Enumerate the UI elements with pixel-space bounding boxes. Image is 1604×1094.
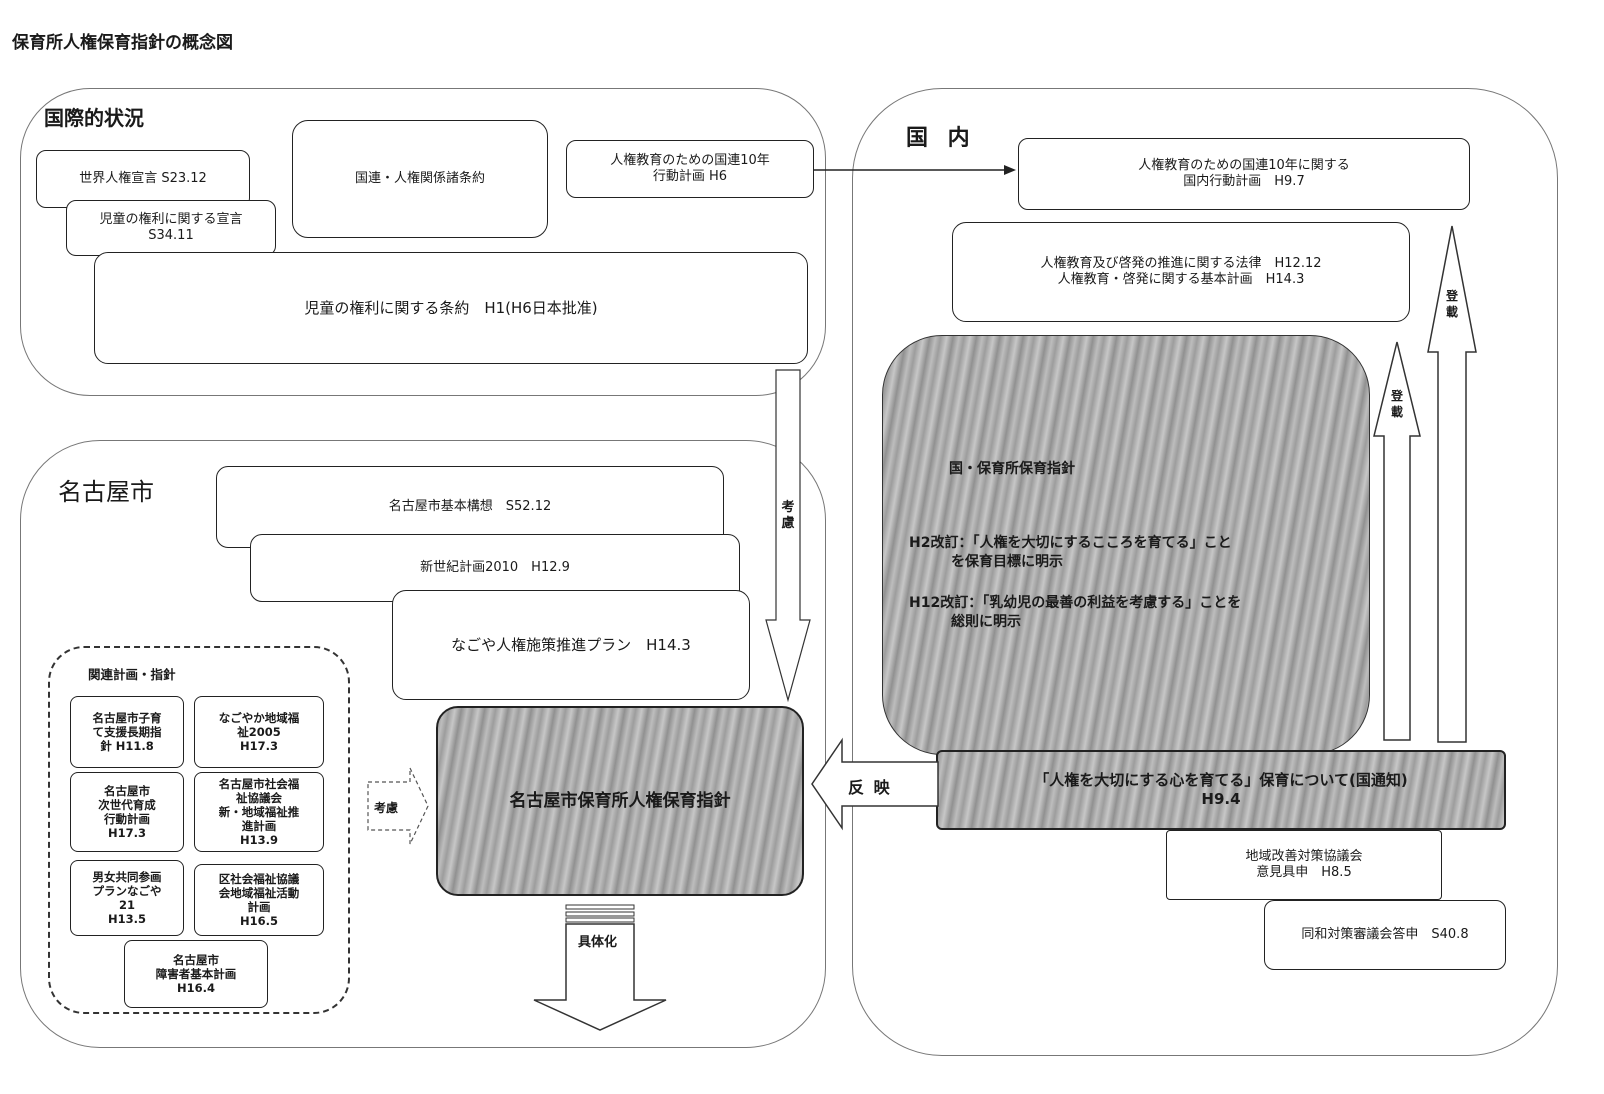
national-guideline-title: 国・保育所保育指針 (949, 461, 1075, 477)
related-plan-1: なごやか地域福 祉2005 H17.3 (194, 696, 324, 768)
revision-h2-text: H2改訂：「人権を大切にするこころを育てる」こと を保育目標に明示 (909, 535, 1232, 570)
related-plan-label: 名古屋市 次世代育成 行動計画 H17.3 (98, 784, 156, 840)
reflect-arrow (811, 737, 939, 831)
related-plan-label: 区社会福祉協議 会地域福祉活動 計画 H16.5 (218, 872, 300, 928)
register-large-label: 登載 (1445, 289, 1458, 319)
national-notice-label: 「人権を大切にする心を育てる」保育について(国通知) H9.4 (1034, 771, 1408, 808)
un-conventions-box: 国連・人権関係諸条約 (292, 120, 548, 238)
consider-left-label: 考慮 (374, 801, 399, 815)
main-guideline-label: 名古屋市保育所人権保育指針 (509, 791, 731, 811)
un-decade-plan-label: 人権教育のための国連10年 行動計画 H6 (610, 153, 770, 184)
human-rights-plan-label: なごや人権施策推進プラン H14.3 (451, 636, 691, 654)
dowa-council-label: 同和対策審議会答申 S40.8 (1301, 927, 1469, 942)
law-and-plan-box: 人権教育及び啓発の推進に関する法律 H12.12 人権教育・啓発に関する基本計画… (952, 222, 1410, 322)
dowa-council-box: 同和対策審議会答申 S40.8 (1264, 900, 1506, 970)
related-plan-label: 名古屋市社会福 祉協議会 新・地域福祉推 進計画 H13.9 (218, 777, 300, 847)
related-plan-label: 名古屋市 障害者基本計画 H16.4 (155, 953, 237, 995)
related-plan-2: 名古屋市 次世代育成 行動計画 H17.3 (70, 772, 184, 852)
nagoya-region (20, 440, 826, 1048)
consider-vertical-label: 考慮 (781, 500, 795, 531)
un-conventions-label: 国連・人権関係諸条約 (354, 171, 485, 186)
child-rights-declaration-box: 児童の権利に関する宣言 S34.11 (66, 200, 276, 256)
related-plan-3: 名古屋市社会福 祉協議会 新・地域福祉推 進計画 H13.9 (194, 772, 324, 852)
law-and-plan-label: 人権教育及び啓発の推進に関する法律 H12.12 人権教育・啓発に関する基本計画… (1040, 256, 1322, 287)
related-plans-region (48, 646, 350, 1014)
consider-left-arrow (367, 767, 429, 845)
regional-council-label: 地域改善対策協議会 意見具申 H8.5 (1245, 849, 1363, 880)
related-plan-5: 区社会福祉協議 会地域福祉活動 計画 H16.5 (194, 864, 324, 936)
revision-h12-text: H12改訂：「乳幼児の最善の利益を考慮する」ことを 総則に明示 (909, 595, 1242, 630)
main-guideline-box: 名古屋市保育所人権保育指針 (436, 706, 804, 896)
reflect-label: 反 映 (848, 778, 892, 797)
concretize-arrow (533, 904, 667, 1031)
child-rights-declaration-label: 児童の権利に関する宣言 S34.11 (99, 212, 243, 243)
related-plan-label: なごやか地域福 祉2005 H17.3 (218, 711, 300, 753)
child-rights-convention-label: 児童の権利に関する条約 H1(H6日本批准) (304, 299, 598, 317)
national-guideline-box: 国・保育所保育指針 H2改訂：「人権を大切にするこころを育てる」こと を保育目標… (882, 335, 1370, 755)
national-action-plan-label: 人権教育のための国連10年に関する 国内行動計画 H9.7 (1138, 158, 1350, 189)
human-rights-plan-box: なごや人権施策推進プラン H14.3 (392, 590, 750, 700)
universal-declaration-box: 世界人権宣言 S23.12 (36, 150, 250, 208)
related-plans-title: 関連計画・指針 (88, 667, 176, 682)
national-notice-box: 「人権を大切にする心を育てる」保育について(国通知) H9.4 (936, 750, 1506, 830)
international-title: 国際的状況 (44, 106, 144, 130)
basic-concept-label: 名古屋市基本構想 S52.12 (388, 499, 552, 514)
nagoya-title: 名古屋市 (58, 478, 154, 506)
related-plan-label: 名古屋市子育 て支援長期指 針 H11.8 (92, 711, 162, 753)
register-arrow-large (1427, 225, 1477, 743)
new-century-plan-label: 新世紀計画2010 H12.9 (420, 560, 570, 575)
child-rights-convention-box: 児童の権利に関する条約 H1(H6日本批准) (94, 252, 808, 364)
register-arrow-small (1373, 341, 1421, 741)
page-title: 保育所人権保育指針の概念図 (12, 33, 233, 53)
universal-declaration-label: 世界人権宣言 S23.12 (79, 171, 207, 186)
related-plan-4: 男女共同参画 プランなごや 21 H13.5 (70, 860, 184, 936)
related-plan-6: 名古屋市 障害者基本計画 H16.4 (124, 940, 268, 1008)
thin-arrow (814, 165, 1016, 175)
related-plan-label: 男女共同参画 プランなごや 21 H13.5 (92, 870, 162, 926)
register-small-label: 登載 (1390, 389, 1403, 419)
domestic-region (852, 88, 1558, 1056)
regional-council-box: 地域改善対策協議会 意見具申 H8.5 (1166, 830, 1442, 900)
un-decade-plan-box: 人権教育のための国連10年 行動計画 H6 (566, 140, 814, 198)
national-action-plan-box: 人権教育のための国連10年に関する 国内行動計画 H9.7 (1018, 138, 1470, 210)
related-plan-0: 名古屋市子育 て支援長期指 針 H11.8 (70, 696, 184, 768)
international-region (20, 88, 826, 396)
consider-vertical-arrow (765, 369, 811, 703)
concretize-label: 具体化 (578, 935, 618, 950)
domestic-title: 国 内 (906, 126, 976, 151)
